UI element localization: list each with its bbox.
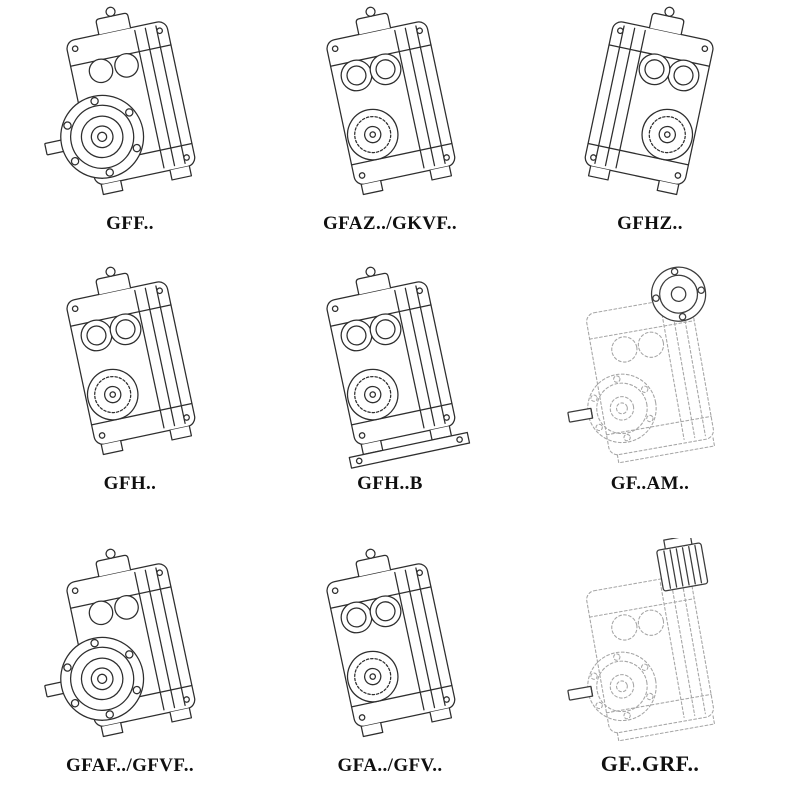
gearbox-drawing-gfam — [560, 260, 740, 472]
catalog-cell-gfhz: GFHZ.. — [560, 16, 740, 242]
gearbox-drawing-gfaf-gfvf — [40, 542, 220, 754]
catalog-cell-gfam: GF..AM.. — [560, 262, 740, 502]
gearbox-label: GFF.. — [106, 213, 154, 234]
catalog-cell-gfh: GFH.. — [40, 274, 220, 502]
gearbox-drawing-gfh — [40, 260, 220, 472]
gearbox-drawing-gff — [40, 0, 220, 212]
catalog-cell-gfgrf: GF..GRF.. — [560, 533, 740, 784]
gearbox-label: GF..GRF.. — [600, 751, 700, 776]
catalog-cell-gfaz-gkvf: GFAZ../GKVF.. — [300, 16, 480, 242]
gearbox-drawing-gfaz-gkvf — [300, 0, 480, 212]
catalog-cell-gfa-gfv: GFA../GFV.. — [300, 534, 480, 784]
gearbox-label: GFA../GFV.. — [337, 755, 443, 776]
gearbox-drawing-gfhb — [300, 260, 480, 472]
gearbox-label: GFAF../GFVF.. — [65, 755, 194, 776]
gearbox-label: GFH.. — [103, 473, 157, 494]
gearbox-drawing-gfgrf — [560, 533, 740, 750]
gearbox-label: GFHZ.. — [617, 213, 683, 234]
gearbox-label: GF..AM.. — [610, 473, 690, 494]
gearbox-label: GFAZ../GKVF.. — [323, 213, 457, 234]
catalog-cell-gff: GFF.. — [40, 16, 220, 242]
gearbox-label: GFH..B — [357, 473, 423, 494]
catalog-cell-gfhb: GFH..B — [300, 274, 480, 502]
gearbox-drawing-gfa-gfv — [300, 542, 480, 754]
gearbox-drawing-gfhz — [560, 0, 740, 212]
catalog-cell-gfaf-gfvf: GFAF../GFVF.. — [40, 534, 220, 784]
